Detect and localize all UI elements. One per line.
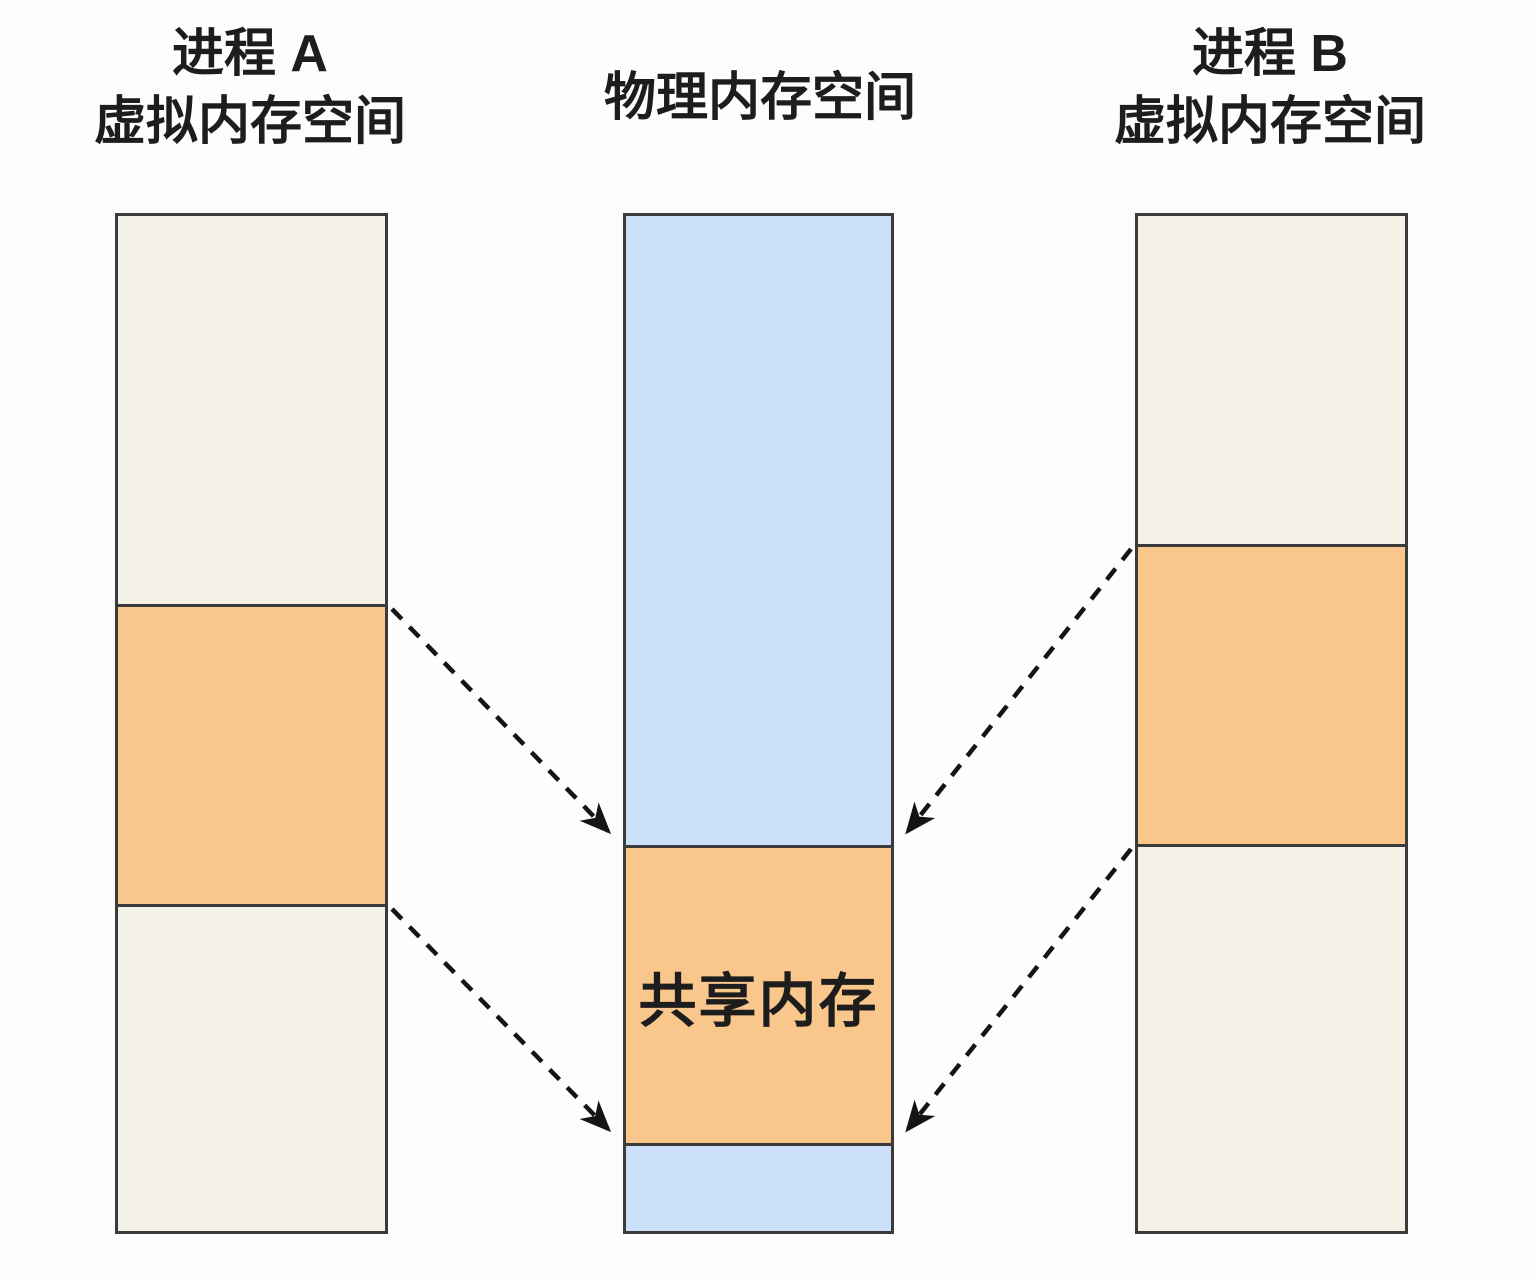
process-a-title-line2: 虚拟内存空间: [93, 93, 406, 151]
process-a-segment-top: [118, 216, 385, 604]
physical-segment-bottom: [626, 1143, 891, 1231]
process-b-title: 进程 B 虚拟内存空间: [1095, 20, 1445, 156]
physical-segment-top: [626, 216, 891, 845]
arrow-b-bottom-to-shared: [905, 847, 1133, 1133]
physical-memory-column: 共享内存: [623, 213, 894, 1234]
process-b-shared-segment: [1138, 544, 1405, 844]
process-b-segment-bottom: [1138, 844, 1405, 1231]
arrow-a-bottom-to-shared: [390, 907, 612, 1133]
arrow-a-top-to-shared: [390, 607, 612, 835]
process-b-title-line2: 虚拟内存空间: [1113, 93, 1426, 151]
process-a-segment-bottom: [118, 904, 385, 1231]
process-b-memory-column: [1135, 213, 1408, 1234]
process-a-shared-segment: [118, 604, 385, 904]
process-a-memory-column: [115, 213, 388, 1234]
physical-memory-title-line1: 物理内存空间: [603, 69, 916, 127]
physical-memory-title: 物理内存空间: [570, 64, 950, 132]
physical-shared-segment: 共享内存: [626, 845, 891, 1143]
process-b-segment-top: [1138, 216, 1405, 544]
process-a-title: 进程 A 虚拟内存空间: [75, 20, 425, 156]
arrow-b-top-to-shared: [905, 547, 1133, 835]
process-a-title-line1: 进程 A: [171, 25, 328, 83]
process-b-title-line1: 进程 B: [1191, 25, 1348, 83]
shared-memory-label: 共享内存: [638, 968, 879, 1034]
